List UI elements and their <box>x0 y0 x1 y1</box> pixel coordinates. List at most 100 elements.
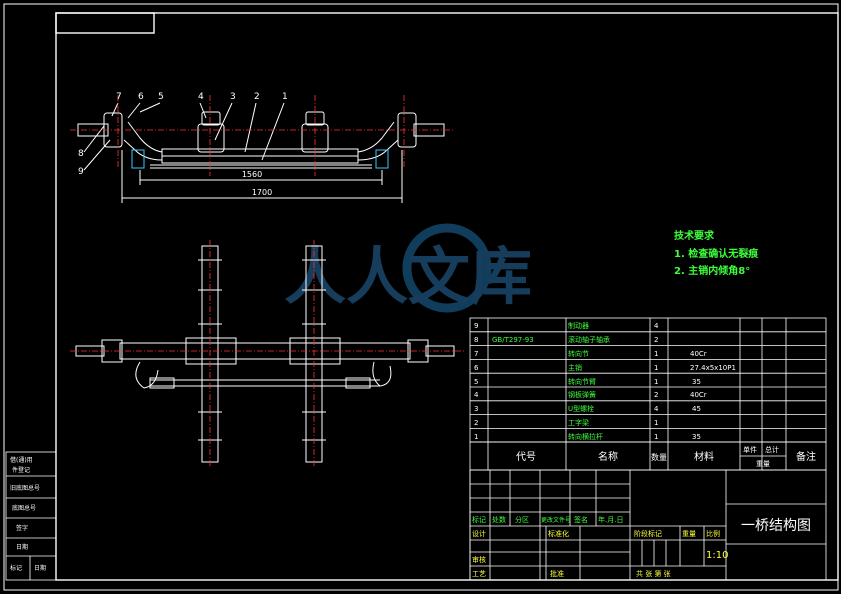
ls-register: 件登记 <box>12 466 30 474</box>
tb-weight: 重量 <box>682 530 696 538</box>
bom-header-mass: 重量 <box>756 460 770 468</box>
svg-text:35: 35 <box>692 378 701 386</box>
tb-process: 工艺 <box>472 570 486 578</box>
svg-text:主销: 主销 <box>568 363 582 372</box>
bom-header-total: 总计 <box>765 445 779 454</box>
watermark-text: 人人文库 <box>284 240 532 313</box>
tb-change-doc: 更改文件号 <box>541 516 571 524</box>
balloons: 7 6 5 4 3 2 1 8 9 1560 1700 <box>78 92 288 197</box>
tb-mark: 标记 <box>472 515 486 524</box>
left-strip-text: 借(通)用 件登记 旧底图总号 底图总号 签字 日期 标记 日期 <box>10 456 46 572</box>
ls-old-number: 旧底图总号 <box>10 484 40 492</box>
tb-zone: 分区 <box>515 515 529 524</box>
svg-text:40Cr: 40Cr <box>690 350 707 358</box>
tb-approve: 批准 <box>550 569 564 578</box>
left-strip <box>5 451 57 581</box>
tb-scale: 1:10 <box>706 550 728 561</box>
tb-sheets: 共 张 第 张 <box>636 569 671 578</box>
title-block <box>469 469 827 581</box>
tb-date: 年.月.日 <box>598 515 623 524</box>
svg-text:9: 9 <box>474 322 478 330</box>
bom-header-qty: 数量 <box>651 452 667 462</box>
dim-1700: 1700 <box>252 188 272 197</box>
svg-text:27.4x5x10P1: 27.4x5x10P1 <box>690 364 736 372</box>
svg-text:3: 3 <box>474 405 478 413</box>
tb-check: 审核 <box>472 555 486 564</box>
balloon-8: 8 <box>78 149 84 159</box>
bom-row: 8 GB/T297-93 滚动轴子轴承 2 <box>474 335 658 344</box>
ls-date: 日期 <box>16 543 28 551</box>
tb-sign: 签名 <box>574 515 588 524</box>
ls-borrow: 借(通)用 <box>10 456 33 464</box>
svg-text:转向节: 转向节 <box>568 349 589 358</box>
svg-text:GB/T297-93: GB/T297-93 <box>492 336 534 344</box>
svg-text:转向节臂: 转向节臂 <box>568 377 596 386</box>
tb-ratio: 比例 <box>706 529 720 538</box>
svg-text:1: 1 <box>654 419 658 427</box>
ls-bottom-mark: 标记 <box>10 564 22 572</box>
title-block-text: 标记 处数 分区 更改文件号 签名 年.月.日 设计 标准化 审核 工艺 批准 … <box>472 515 811 578</box>
plan-view-centerlines <box>70 240 465 468</box>
svg-text:2: 2 <box>474 419 478 427</box>
bom-header-unit: 单件 <box>743 445 757 454</box>
inner-frame <box>55 12 839 581</box>
tech-req-item-1: 1. 检查确认无裂痕 <box>674 247 759 260</box>
bom-table <box>469 317 827 471</box>
bom-row: 9 制动器 4 <box>474 321 659 330</box>
bom-header-name: 名称 <box>598 450 618 463</box>
ls-bottom-date: 日期 <box>34 564 46 572</box>
tb-count: 处数 <box>492 515 506 524</box>
bom-header: 代号 名称 数量 材料 单件 总计 重量 备注 <box>516 445 816 468</box>
watermark: 人人文库 <box>284 223 532 313</box>
svg-text:转向横拉杆: 转向横拉杆 <box>568 432 603 441</box>
tb-stage: 阶段标记 <box>634 529 662 538</box>
top-view-centerlines <box>70 95 455 176</box>
svg-text:4: 4 <box>474 391 479 399</box>
bom-header-mat: 材料 <box>694 450 714 463</box>
svg-text:钢板弹簧: 钢板弹簧 <box>568 390 596 399</box>
ls-sign: 签字 <box>16 524 28 532</box>
svg-text:工字梁: 工字梁 <box>568 418 589 427</box>
svg-text:1: 1 <box>654 433 658 441</box>
tech-req-heading: 技术要求 <box>674 229 715 242</box>
bom-header-code: 代号 <box>516 451 536 463</box>
dim-1560: 1560 <box>242 170 262 179</box>
svg-text:U型螺栓: U型螺栓 <box>568 404 594 413</box>
svg-text:1: 1 <box>654 378 658 386</box>
svg-text:1: 1 <box>474 433 478 441</box>
balloon-9: 9 <box>78 167 84 177</box>
svg-text:1: 1 <box>654 364 658 372</box>
balloon-5: 5 <box>158 92 164 102</box>
svg-text:1: 1 <box>654 350 658 358</box>
svg-text:4: 4 <box>654 322 659 330</box>
balloon-2: 2 <box>254 92 260 102</box>
balloon-6: 6 <box>138 92 144 102</box>
balloon-4: 4 <box>198 92 204 102</box>
tech-requirements: 技术要求 1. 检查确认无裂痕 2. 主销内倾角8° <box>674 229 759 277</box>
hub-highlights <box>131 149 389 169</box>
balloon-3: 3 <box>230 92 236 102</box>
svg-text:8: 8 <box>474 336 478 344</box>
svg-text:2: 2 <box>654 336 658 344</box>
tb-design: 设计 <box>472 529 486 538</box>
svg-text:5: 5 <box>474 378 478 386</box>
svg-text:45: 45 <box>692 405 701 413</box>
bom-header-note: 备注 <box>796 450 816 463</box>
svg-text:6: 6 <box>474 364 479 372</box>
svg-text:35: 35 <box>692 433 701 441</box>
corner-label-box <box>55 12 155 34</box>
svg-text:7: 7 <box>474 350 478 358</box>
bom-row: 2 工字梁 1 <box>474 418 658 427</box>
bom-row: 7 转向节 1 40Cr <box>474 349 707 358</box>
svg-text:滚动轴子轴承: 滚动轴子轴承 <box>568 335 610 344</box>
bom-row: 5 转向节臂 1 35 <box>474 377 701 386</box>
ls-base-number: 底图总号 <box>12 504 36 512</box>
tech-req-item-2: 2. 主销内倾角8° <box>674 264 750 277</box>
svg-text:制动器: 制动器 <box>568 321 589 330</box>
bom-row: 1 转向横拉杆 1 35 <box>474 432 701 441</box>
bom-row: 6 主销 1 27.4x5x10P1 <box>474 363 736 372</box>
